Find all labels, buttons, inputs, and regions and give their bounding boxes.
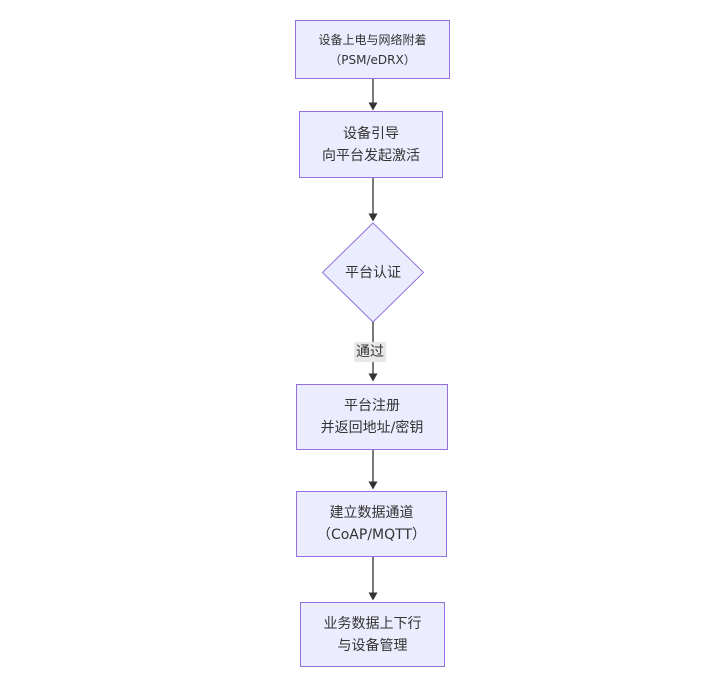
- node-power-attach-line1: 设备上电与网络附着: [318, 32, 427, 47]
- node-power-attach-line2: （PSM/eDRX）: [329, 52, 416, 67]
- node-register-line2: 并返回地址/密钥: [320, 420, 424, 436]
- node-channel-line2: （CoAP/MQTT）: [316, 527, 427, 543]
- arrowhead-icon: [368, 213, 378, 222]
- node-bootstrap-activate: 设备引导 向平台发起激活: [299, 111, 443, 178]
- arrowhead-icon: [368, 373, 378, 382]
- decision-platform-auth-label: 平台认证: [345, 265, 401, 281]
- arrowhead-icon: [368, 592, 378, 601]
- node-channel-line1: 建立数据通道: [329, 505, 414, 521]
- edge-label-pass: 通过: [354, 342, 386, 362]
- arrowhead-icon: [368, 481, 378, 490]
- arrowhead-icon: [368, 102, 378, 111]
- node-data-channel: 建立数据通道 （CoAP/MQTT）: [296, 491, 447, 557]
- node-bootstrap-line2: 向平台发起激活: [322, 147, 420, 164]
- node-register-line1: 平台注册: [344, 398, 400, 414]
- node-bootstrap-line1: 设备引导: [343, 125, 399, 142]
- node-service-line2: 与设备管理: [337, 637, 408, 654]
- node-platform-register: 平台注册 并返回地址/密钥: [296, 384, 448, 450]
- node-service-line1: 业务数据上下行: [323, 615, 422, 632]
- node-power-attach: 设备上电与网络附着 （PSM/eDRX）: [295, 20, 450, 79]
- node-service-data: 业务数据上下行 与设备管理: [300, 602, 445, 667]
